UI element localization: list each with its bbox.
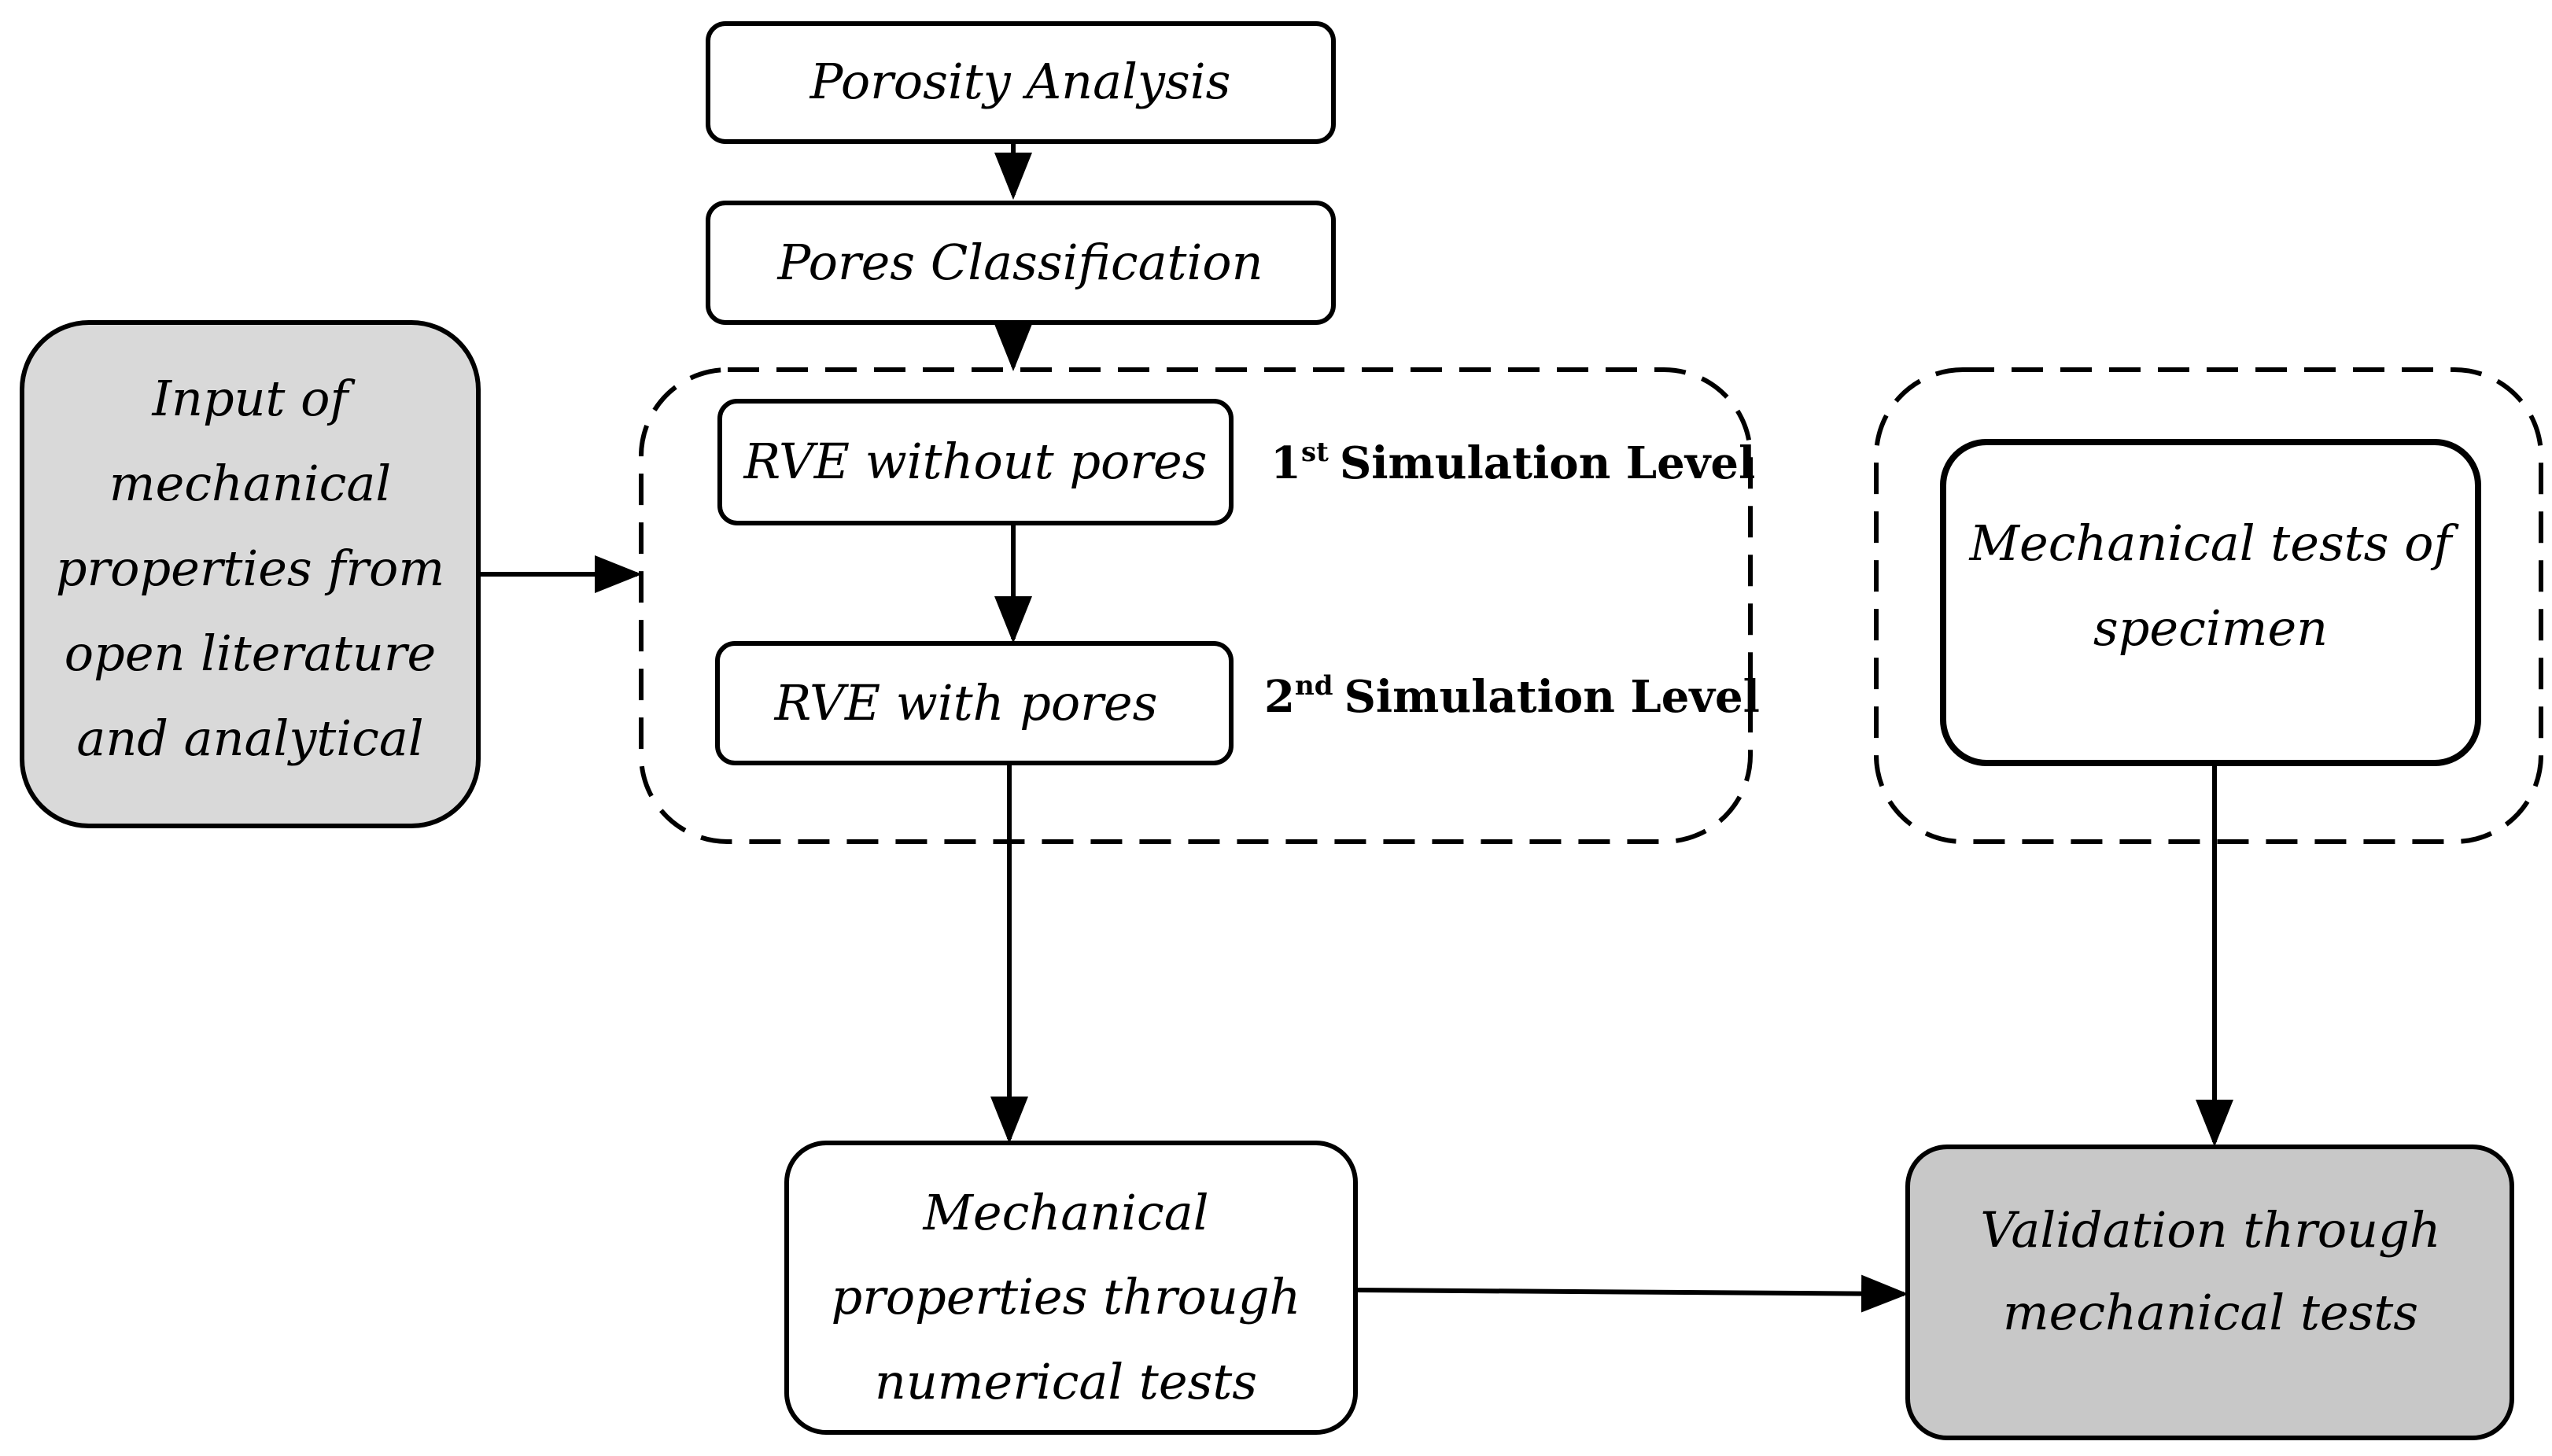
input-properties-node: Input of mechanical properties from open… [20,320,481,828]
rve-with-pores-node: RVE with pores [715,641,1234,765]
numerical-properties-line-1: Mechanical [922,1184,1208,1241]
porosity-analysis-label: Porosity Analysis [809,53,1231,110]
rve-without-pores-node: RVE without pores [717,399,1234,525]
validation-line-2: mechanical tests [2003,1284,2418,1341]
numerical-properties-node: Mechanical properties through numerical … [784,1141,1358,1435]
simulation-levels-group [639,367,1753,844]
rve-with-pores-label: RVE with pores [774,674,1158,732]
arrow-numerical-to-validation [1355,1274,1908,1313]
first-level-suffix: st [1301,437,1329,468]
second-simulation-level-label: 2nd Simulation Level [1264,670,1760,723]
porosity-analysis-node: Porosity Analysis [706,21,1336,144]
input-properties-line-4: open literature [65,625,436,682]
second-level-number: 2 [1264,671,1295,723]
numerical-properties-line-2: properties through [832,1268,1301,1325]
pores-classification-label: Pores Classification [776,234,1263,291]
pores-classification-node: Pores Classification [706,201,1336,325]
first-simulation-level-label: 1st Simulation Level [1270,437,1755,489]
mechanical-tests-specimen-node: Mechanical tests of specimen [1940,439,2481,766]
validation-node: Validation through mechanical tests [1905,1145,2514,1440]
second-level-text: Simulation Level [1344,671,1759,723]
mechanical-tests-specimen-line-2: specimen [2093,599,2328,657]
mechanical-tests-specimen-line-1: Mechanical tests of [1969,514,2460,572]
experimental-group [1874,367,2543,844]
input-properties-line-2: mechanical [109,455,391,512]
rve-without-pores-label: RVE without pores [743,433,1208,490]
numerical-properties-line-3: numerical tests [875,1353,1257,1410]
first-level-text: Simulation Level [1340,437,1755,489]
input-properties-line-1: Input of [152,370,356,427]
input-properties-line-5: and analytical [76,710,423,767]
input-properties-line-3: properties from [56,540,444,597]
validation-line-1: Validation through [1980,1201,2440,1259]
first-level-number: 1 [1270,437,1301,489]
second-level-suffix: nd [1295,670,1333,702]
